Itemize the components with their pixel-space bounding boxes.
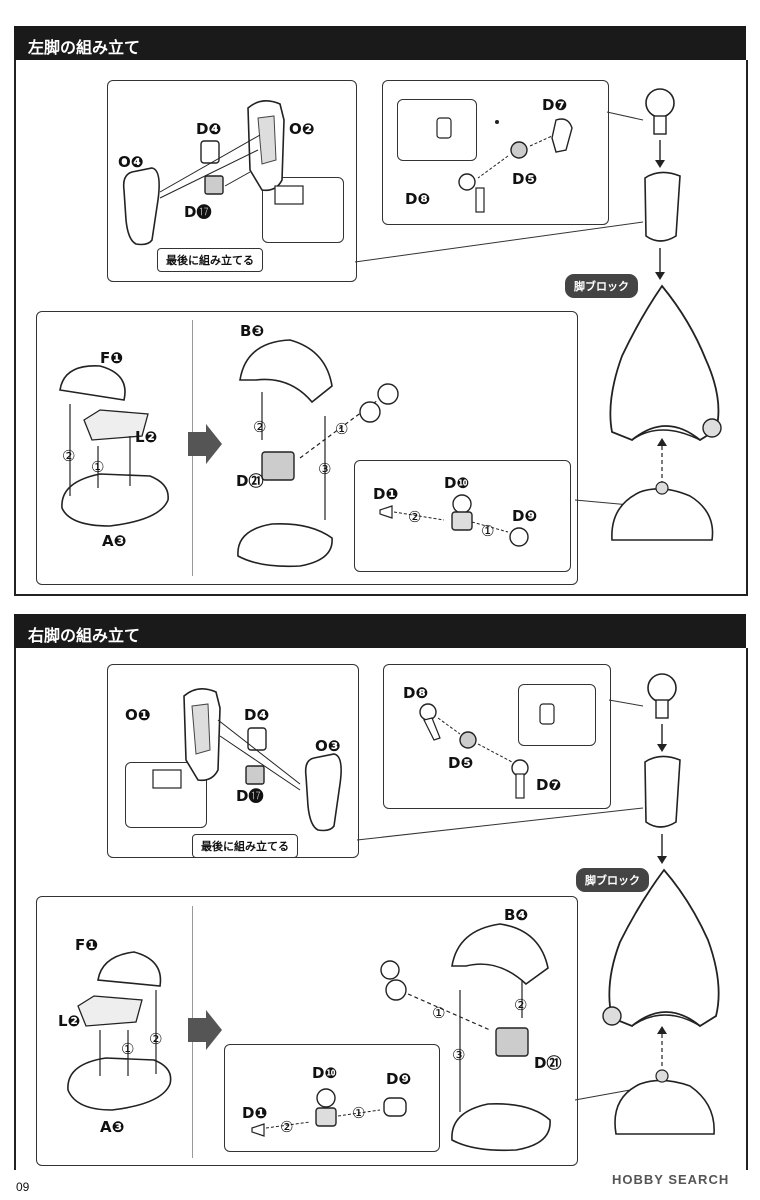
- label-b3: B❸: [240, 322, 265, 340]
- step-1b: ①: [335, 420, 349, 438]
- leg-block: [609, 284, 720, 442]
- label-d5: D❺: [448, 754, 474, 772]
- label-d9: D❾: [512, 507, 538, 525]
- step-2c: ②: [408, 508, 422, 526]
- label-a3: A❸: [100, 1118, 125, 1136]
- label-d4: D❹: [244, 706, 270, 724]
- label-d21: D㉑: [236, 472, 264, 490]
- label-d5: D❺: [512, 170, 538, 188]
- arrow-right: [188, 424, 222, 464]
- part-thigh: [644, 755, 681, 828]
- label-d10: D❿: [312, 1064, 338, 1082]
- part-l2: [77, 995, 143, 1027]
- label-o3: O❸: [315, 737, 341, 755]
- part-d17: [245, 765, 265, 785]
- section-frame: [14, 60, 748, 596]
- label-d1: D❶: [242, 1104, 268, 1122]
- step-2: ②: [149, 1030, 163, 1048]
- label-d17: D⓱: [236, 787, 264, 805]
- label-d7: D❼: [542, 96, 568, 114]
- part-o4: [122, 167, 160, 246]
- step-3: ③: [318, 460, 332, 478]
- arrow-right: [188, 1010, 222, 1050]
- part-o3: [304, 753, 342, 832]
- label-d21: D㉑: [534, 1054, 562, 1072]
- label-b4: B❹: [504, 906, 529, 924]
- label-l2: L❷: [58, 1012, 81, 1030]
- part-foot-sole: [451, 1103, 551, 1152]
- part-d4: [247, 727, 267, 751]
- part-foot-sole: [237, 522, 333, 568]
- section-header-left-leg: 左脚の組み立て: [14, 26, 746, 60]
- label-l2: L❷: [135, 428, 158, 446]
- part-a3: [67, 1057, 172, 1111]
- label-d4: D❹: [196, 120, 222, 138]
- label-f1: F❶: [100, 349, 123, 367]
- label-d8: D❽: [403, 684, 429, 702]
- last-assembly-note: 最後に組み立てる: [157, 248, 263, 272]
- leg-block: [608, 868, 720, 1028]
- leg-block-tag: 脚ブロック: [576, 868, 649, 892]
- part-f1: [59, 365, 126, 401]
- label-d1: D❶: [373, 485, 399, 503]
- step-2: ②: [62, 447, 76, 465]
- part-d9: [509, 527, 529, 547]
- part-a3: [61, 473, 169, 527]
- step-1: ①: [91, 458, 105, 476]
- label-o1: O❶: [125, 706, 151, 724]
- section-title: 右脚の組み立て: [28, 626, 141, 645]
- step-1b: ①: [432, 1004, 446, 1022]
- section-frame: [14, 648, 748, 1170]
- part-f1: [97, 951, 162, 987]
- watermark: HOBBY SEARCH: [612, 1172, 730, 1187]
- part-d5: [459, 731, 477, 749]
- step-3: ③: [452, 1046, 466, 1064]
- step-1c: ①: [352, 1104, 366, 1122]
- leg-block-tag: 脚ブロック: [565, 274, 638, 298]
- part-d17: [204, 175, 224, 195]
- step-2b: ②: [514, 996, 528, 1014]
- step-2b: ②: [253, 418, 267, 436]
- step-1: ①: [121, 1040, 135, 1058]
- section-title: 左脚の組み立て: [28, 38, 141, 57]
- section-bottom-rule: [14, 594, 746, 596]
- part-d10: [316, 1088, 336, 1108]
- detail-inset-2: [518, 684, 596, 746]
- part-d8: [458, 173, 476, 191]
- label-d17: D⓱: [184, 203, 212, 221]
- label-o4: O❹: [118, 153, 144, 171]
- part-d9: [383, 1097, 407, 1117]
- step-2c: ②: [280, 1118, 294, 1136]
- part-thigh: [644, 171, 681, 242]
- part-d21: [495, 1027, 529, 1057]
- label-d7: D❼: [536, 776, 562, 794]
- label-d10: D❿: [444, 474, 470, 492]
- part-d8: [419, 703, 437, 721]
- last-assembly-note: 最後に組み立てる: [192, 834, 298, 858]
- label-d8: D❽: [405, 190, 431, 208]
- part-b3: [239, 339, 333, 404]
- page-number: 09: [16, 1180, 30, 1194]
- part-l2: [83, 409, 149, 441]
- part-d21: [261, 451, 295, 481]
- section-header-right-leg: 右脚の組み立て: [14, 614, 746, 648]
- part-foot-base: [614, 1079, 715, 1135]
- label-d9: D❾: [386, 1070, 412, 1088]
- label-f1: F❶: [75, 936, 98, 954]
- part-joint-ball: [647, 673, 677, 703]
- step-1c: ①: [481, 522, 495, 540]
- label-o2: O❷: [289, 120, 315, 138]
- part-d5: [510, 141, 528, 159]
- part-b4: [451, 923, 549, 986]
- label-a3: A❸: [102, 532, 127, 550]
- part-d7: [551, 118, 573, 153]
